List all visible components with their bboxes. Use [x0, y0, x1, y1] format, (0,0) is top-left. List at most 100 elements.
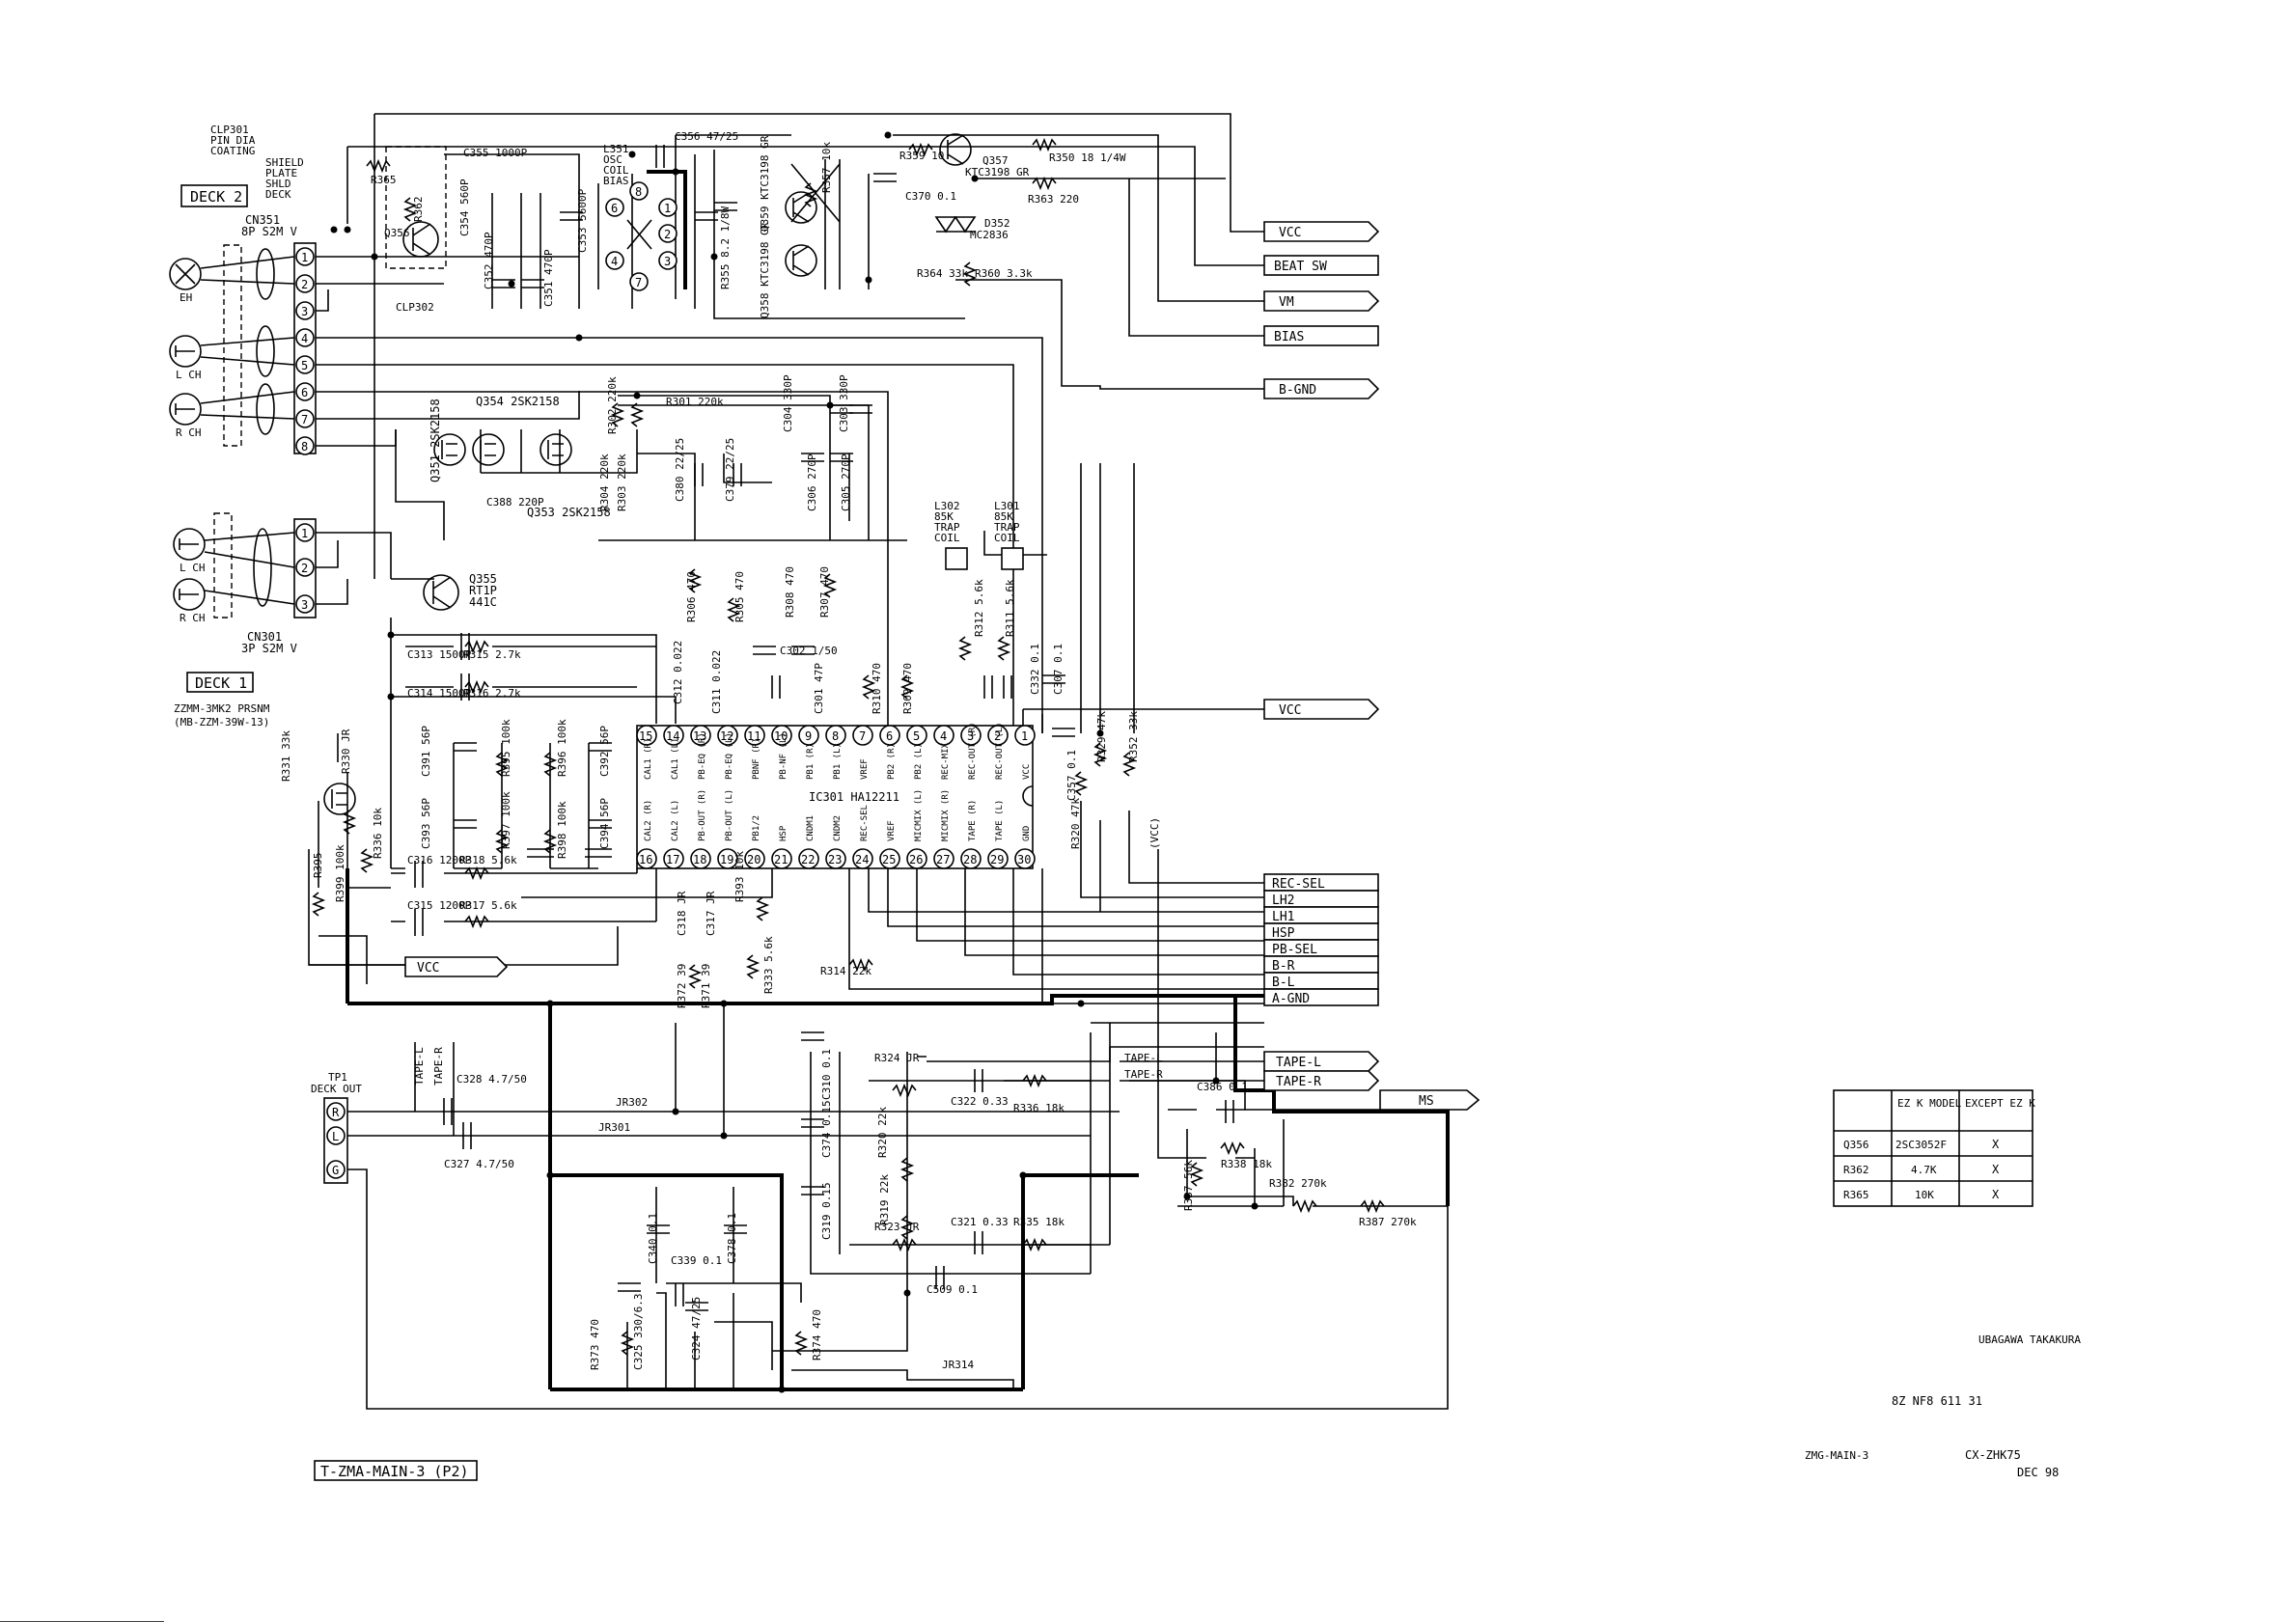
cn351-head-wires	[200, 248, 295, 435]
svg-text:REC-OUT (R): REC-OUT (R)	[968, 722, 978, 780]
svg-text:MS: MS	[1419, 1094, 1434, 1109]
svg-text:12: 12	[720, 729, 733, 743]
cn351-type: 8P S2M V	[241, 225, 297, 238]
svg-text:1: 1	[664, 202, 671, 215]
erase-head: EH	[169, 258, 202, 304]
svg-text:C310 0.1: C310 0.1	[820, 1049, 833, 1100]
svg-text:R324 JR: R324 JR	[874, 1052, 920, 1064]
signal-tag-vcc-mid: VCC	[1263, 699, 1380, 720]
svg-text:R314 22k: R314 22k	[820, 965, 871, 977]
ic301-name: IC301 HA12211	[809, 790, 899, 804]
svg-text:2SC3052F: 2SC3052F	[1895, 1139, 1947, 1151]
svg-text:C374 0.15: C374 0.15	[820, 1100, 833, 1158]
svg-text:Q356: Q356	[1843, 1139, 1869, 1151]
svg-text:6: 6	[611, 202, 618, 215]
svg-text:C354 560P: C354 560P	[458, 179, 471, 236]
svg-text:10: 10	[774, 729, 788, 743]
tape-l-inline: TAPE-L	[1124, 1052, 1163, 1064]
svg-text:R320 47k: R320 47k	[1069, 798, 1082, 849]
tape-vertical-labels: TAPE-L TAPE-R	[413, 1047, 445, 1086]
svg-text:Q357: Q357	[982, 154, 1009, 167]
svg-text:C388 220P: C388 220P	[486, 496, 544, 509]
deck1-lch-head: L CH	[173, 528, 206, 574]
svg-text:PB1/2: PB1/2	[752, 815, 761, 841]
svg-text:OSC: OSC	[603, 153, 622, 166]
svg-text:C318 JR: C318 JR	[676, 891, 688, 936]
svg-text:Q356: Q356	[384, 227, 410, 239]
svg-text:4: 4	[301, 332, 308, 345]
svg-text:3: 3	[967, 729, 974, 743]
svg-text:R371 39: R371 39	[700, 964, 712, 1008]
svg-text:C351 470P: C351 470P	[542, 249, 555, 307]
signal-tags-top: VCC BEAT SW VM BIAS B-GND	[1263, 221, 1380, 399]
svg-text:20: 20	[747, 853, 761, 866]
svg-text:C370 0.1: C370 0.1	[905, 190, 956, 203]
svg-text:1: 1	[301, 527, 308, 540]
svg-text:LH1: LH1	[1272, 910, 1294, 924]
svg-text:R393 10k: R393 10k	[733, 851, 746, 902]
svg-text:R312 5.6k: R312 5.6k	[973, 579, 985, 637]
svg-text:23: 23	[828, 853, 842, 866]
svg-text:16: 16	[639, 853, 652, 866]
semiconductor-labels: Q354 2SK2158 Q351 2SK2158 Q353 2SK2158 Q…	[384, 135, 1030, 609]
svg-text:29: 29	[990, 853, 1004, 866]
svg-text:C316 1200P: C316 1200P	[407, 854, 472, 866]
svg-text:C311 0.022: C311 0.022	[710, 650, 723, 714]
svg-text:R319 22k: R319 22k	[878, 1174, 891, 1225]
svg-text:TAPE-R: TAPE-R	[1276, 1075, 1321, 1089]
svg-text:R365: R365	[371, 174, 397, 186]
l302-coil-box	[945, 547, 968, 570]
svg-text:R372 39: R372 39	[676, 964, 688, 1008]
svg-text:R382 270k: R382 270k	[1269, 1177, 1327, 1190]
svg-text:8: 8	[832, 729, 839, 743]
svg-text:C392 56P: C392 56P	[598, 726, 611, 777]
svg-text:R333 5.6k: R333 5.6k	[762, 936, 775, 994]
svg-text:X: X	[1992, 1138, 2000, 1151]
svg-text:PB1 (R): PB1 (R)	[806, 743, 816, 780]
svg-text:R320 22k: R320 22k	[876, 1107, 889, 1158]
svg-text:8: 8	[635, 185, 642, 199]
svg-text:C379 22/25: C379 22/25	[724, 438, 736, 502]
svg-text:C315 1200P: C315 1200P	[407, 899, 472, 912]
svg-text:C339 0.1: C339 0.1	[671, 1254, 722, 1267]
variant-table: EZ K MODEL EXCEPT EZ K Q356 2SC3052F X R…	[1833, 1089, 2035, 1207]
svg-text:441C: 441C	[469, 595, 497, 609]
footer-date: DEC 98	[2017, 1466, 2059, 1479]
capacitor-symbols	[414, 145, 1234, 1311]
svg-text:85K: 85K	[994, 510, 1013, 523]
svg-text:C302 1/50: C302 1/50	[780, 645, 838, 657]
clp302-label: CLP302	[396, 301, 434, 314]
svg-text:Q355: Q355	[469, 572, 497, 586]
svg-text:MICMIX (L): MICMIX (L)	[914, 789, 924, 841]
svg-text:7: 7	[859, 729, 866, 743]
cn351-shield-dashes	[223, 244, 242, 447]
svg-text:TAPE-R: TAPE-R	[432, 1047, 445, 1086]
svg-text:3: 3	[301, 305, 308, 318]
cn301-name: CN301	[247, 630, 282, 644]
svg-text:C357 0.1: C357 0.1	[1065, 750, 1078, 801]
svg-text:C509 0.1: C509 0.1	[927, 1283, 978, 1296]
ic301-pin-functions-bottom: CAL2 (R) CAL2 (L) PB-OUT (R) PB-OUT (L) …	[644, 789, 1032, 841]
svg-text:R395: R395	[312, 853, 324, 879]
svg-text:R CH: R CH	[176, 426, 202, 439]
product-line-2: (MB-ZZM-39W-13)	[174, 716, 269, 729]
transistor-q360	[323, 783, 356, 815]
svg-text:X: X	[1992, 1163, 2000, 1176]
svg-text:REC-SEL: REC-SEL	[860, 805, 870, 841]
svg-text:R338 18k: R338 18k	[1221, 1158, 1272, 1170]
svg-text:C353 5600P: C353 5600P	[576, 188, 589, 253]
svg-text:R359 10: R359 10	[899, 150, 944, 162]
svg-text:R374 470: R374 470	[811, 1309, 823, 1361]
svg-text:TRAP: TRAP	[934, 521, 960, 534]
transistor-q359	[785, 191, 817, 224]
svg-text:R357 10k: R357 10k	[820, 142, 833, 193]
svg-text:R303 220k: R303 220k	[616, 454, 628, 511]
svg-text:1: 1	[1021, 729, 1028, 743]
deck1-label: DECK 1	[195, 674, 247, 692]
svg-text:6: 6	[886, 729, 893, 743]
svg-text:EH: EH	[180, 291, 192, 304]
svg-text:COIL: COIL	[934, 532, 960, 544]
svg-text:R318 5.6k: R318 5.6k	[459, 854, 517, 866]
svg-text:R364 33k: R364 33k	[917, 267, 968, 280]
svg-text:R302 220k: R302 220k	[606, 376, 619, 434]
